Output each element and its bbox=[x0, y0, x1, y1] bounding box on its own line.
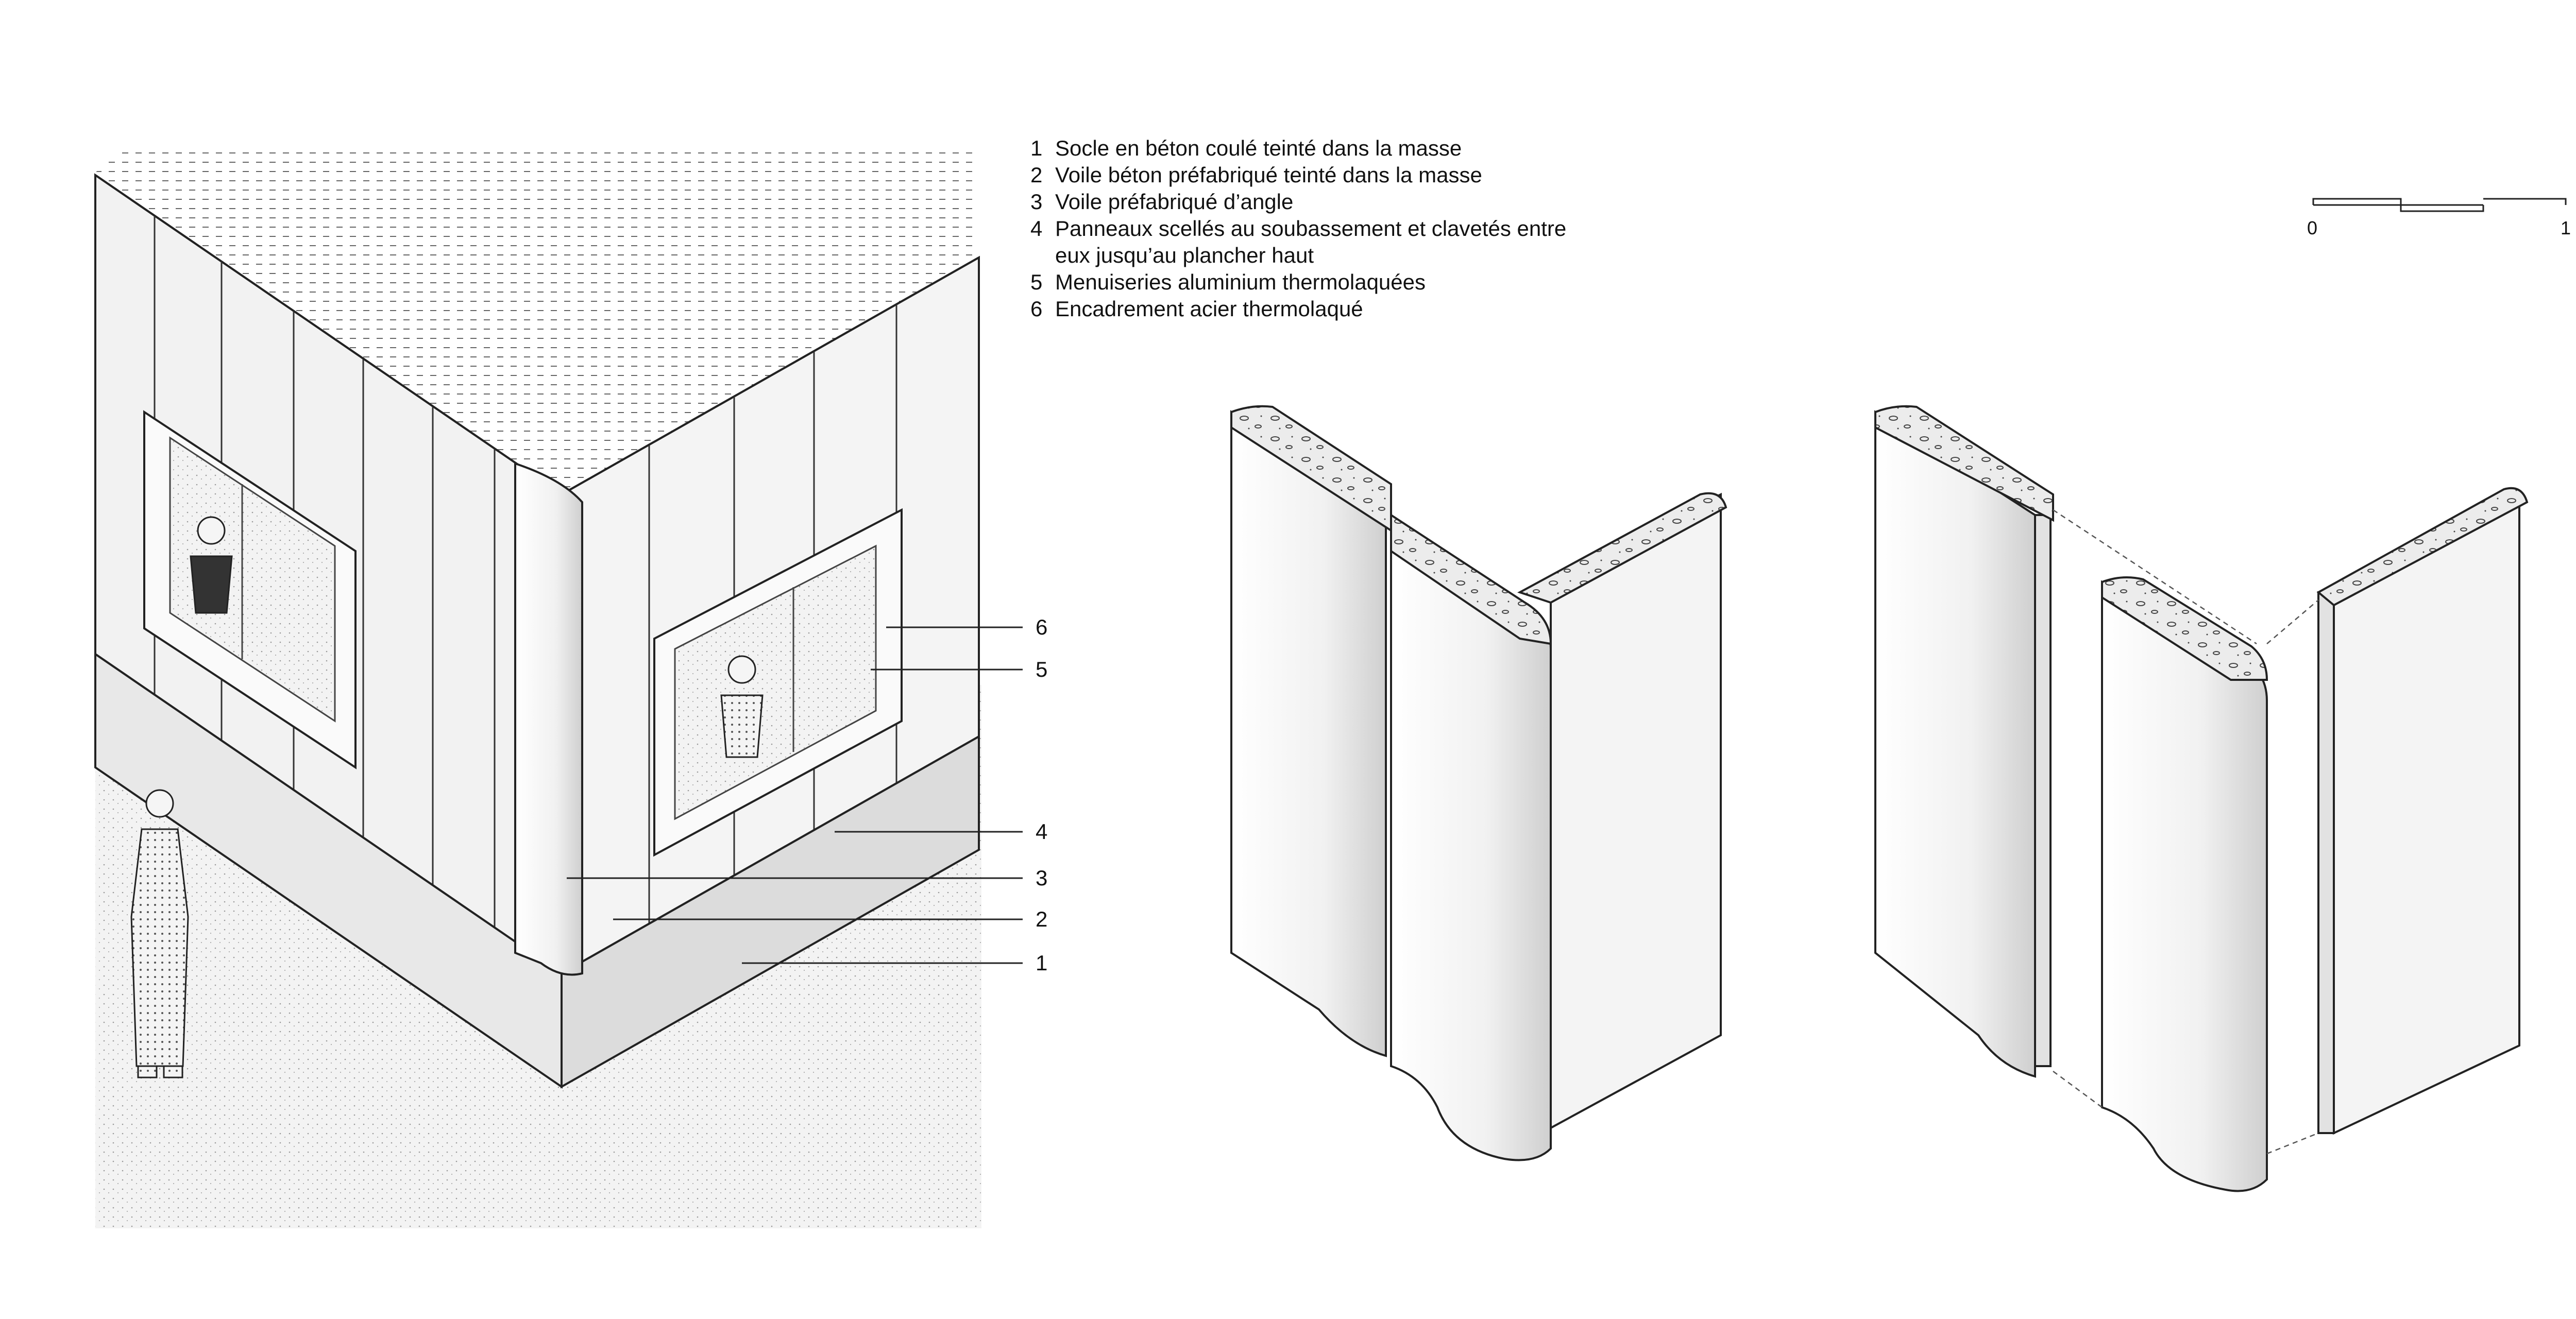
legend: 1 Socle en béton coulé teinté dans la mas… bbox=[1030, 135, 1649, 322]
callout-5: 5 bbox=[1036, 657, 1047, 681]
assembled-cut-section-left bbox=[1230, 405, 1392, 533]
legend-text: Encadrement acier thermolaqué bbox=[1055, 297, 1363, 321]
callout-2: 2 bbox=[1036, 907, 1047, 931]
legend-item: 6 Encadrement acier thermolaqué bbox=[1030, 296, 1649, 322]
explosion-guide-lines bbox=[2053, 509, 2319, 1155]
legend-item: 2 Voile béton préfabriqué teinté dans la … bbox=[1030, 162, 1649, 189]
assembled-cut-section-right bbox=[1517, 492, 1727, 604]
callout-numbers: 6 5 4 3 2 1 bbox=[1036, 615, 1047, 975]
assembled-left-panel bbox=[1230, 410, 1387, 1057]
callout-leaders bbox=[567, 626, 1023, 964]
callout-6: 6 bbox=[1036, 615, 1047, 639]
exploded-corner-cut-section bbox=[2101, 576, 2268, 681]
assembled-panel-detail bbox=[1230, 405, 1727, 1161]
legend-text: Socle en béton coulé teinté dans la mass… bbox=[1055, 136, 1462, 160]
legend-number: 4 bbox=[1030, 216, 1043, 241]
legend-text: Voile préfabriqué d’angle bbox=[1055, 190, 1294, 214]
person-in-right-window bbox=[720, 655, 764, 758]
exploded-right-cut-section bbox=[2316, 487, 2529, 607]
scale-bar-end: 1 bbox=[2561, 217, 2571, 238]
callout-3: 3 bbox=[1036, 866, 1047, 890]
legend-text: Menuiseries aluminium thermolaquées bbox=[1055, 270, 1426, 294]
axonometric-building-view: 6 5 4 3 2 1 bbox=[94, 144, 1047, 1228]
scale-bar bbox=[2312, 198, 2567, 212]
exploded-panel-detail bbox=[1874, 405, 2529, 1192]
legend-item: 4 Panneaux scellés au soubassement et cla… bbox=[1030, 215, 1649, 269]
person-in-left-window bbox=[190, 516, 233, 614]
legend-number: 3 bbox=[1030, 190, 1043, 214]
roof-surface bbox=[95, 144, 979, 494]
corner-panel bbox=[514, 462, 583, 976]
person-figure bbox=[130, 789, 189, 1078]
callout-1: 1 bbox=[1036, 951, 1047, 975]
exploded-left-cut-section bbox=[1874, 405, 2054, 522]
legend-item: 3 Voile préfabriqué d’angle bbox=[1030, 189, 1649, 215]
exploded-left-edge bbox=[2034, 514, 2052, 1067]
callout-4: 4 bbox=[1036, 819, 1047, 844]
legend-item: 5 Menuiseries aluminium thermolaquées bbox=[1030, 269, 1649, 296]
legend-number: 2 bbox=[1030, 163, 1043, 187]
assembled-cut-section-corner bbox=[1390, 513, 1552, 645]
legend-number: 1 bbox=[1030, 136, 1043, 160]
legend-number: 6 bbox=[1030, 297, 1043, 321]
left-window-glass bbox=[169, 436, 336, 723]
legend-number: 5 bbox=[1030, 270, 1043, 294]
legend-item: 1 Socle en béton coulé teinté dans la mas… bbox=[1030, 135, 1649, 162]
scale-bar-start: 0 bbox=[2307, 217, 2317, 238]
exploded-right-edge bbox=[2317, 591, 2335, 1134]
legend-text: Voile béton préfabriqué teinté dans la m… bbox=[1055, 163, 1482, 187]
exploded-left-panel bbox=[1874, 410, 2036, 1078]
legend-text: Panneaux scellés au soubassement et clav… bbox=[1055, 216, 1567, 267]
base-plinth-right bbox=[561, 734, 980, 1089]
